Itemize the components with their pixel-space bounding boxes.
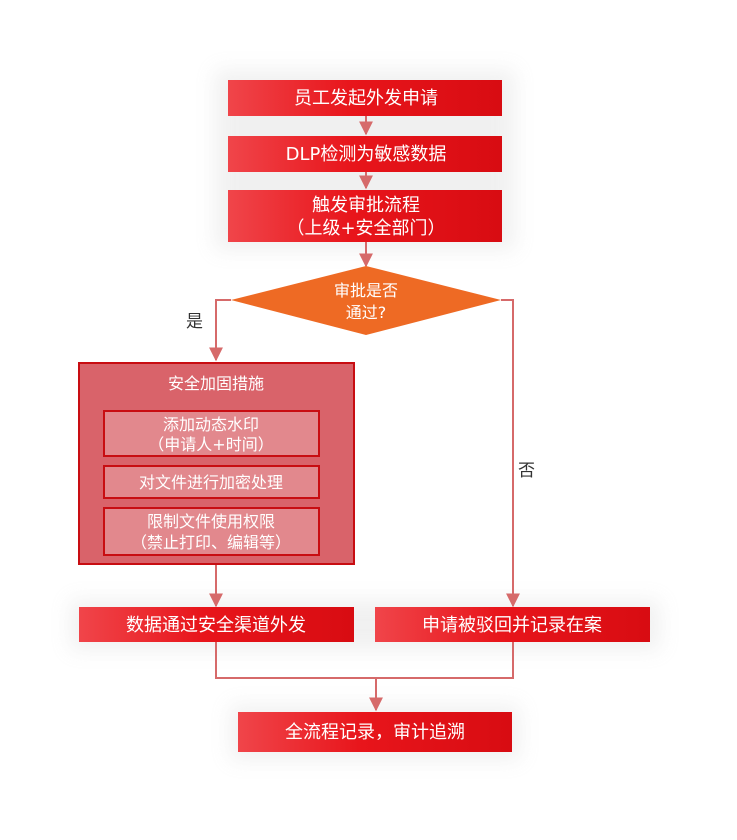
edge-label-yes: 是 (186, 312, 203, 332)
node-approve-label-2: （上级+安全部门） (286, 218, 445, 239)
node-encrypt-label: 对文件进行加密处理 (139, 473, 283, 492)
edge-label-no: 否 (518, 461, 535, 481)
node-watermark: 添加动态水印 （申请人+时间） (103, 410, 320, 457)
node-send: 数据通过安全渠道外发 (79, 607, 354, 642)
node-approve-label-1: 触发审批流程 (312, 195, 420, 216)
node-restrict-label-1: 限制文件使用权限 (147, 512, 275, 531)
node-encrypt: 对文件进行加密处理 (103, 465, 320, 499)
edge-decision-no (501, 299, 520, 608)
group-security-measures: 安全加固措施 添加动态水印 （申请人+时间） 对文件进行加密处理 限制文件使用权… (78, 362, 355, 565)
node-reject-label: 申请被驳回并记录在案 (422, 615, 602, 636)
group-title: 安全加固措施 (168, 374, 264, 393)
node-reject: 申请被驳回并记录在案 (375, 607, 650, 642)
edge-send-merge (215, 642, 376, 679)
node-detect-label: DLP检测为敏感数据 (286, 144, 447, 165)
node-audit: 全流程记录，审计追溯 (238, 712, 512, 752)
node-watermark-label-1: 添加动态水印 (163, 415, 259, 434)
node-audit-label: 全流程记录，审计追溯 (285, 722, 465, 743)
node-decision-label-1: 审批是否 (334, 281, 398, 300)
edges (209, 116, 520, 712)
node-restrict: 限制文件使用权限 （禁止打印、编辑等） (103, 507, 320, 556)
node-restrict-label-2: （禁止打印、编辑等） (131, 533, 291, 552)
edge-reject-merge (376, 642, 514, 679)
node-start-label: 员工发起外发申请 (294, 88, 438, 109)
node-watermark-label-2: （申请人+时间） (148, 435, 273, 454)
node-decision-label-2: 通过? (346, 303, 387, 322)
node-send-label: 数据通过安全渠道外发 (126, 615, 306, 636)
node-decision: 审批是否 通过? (231, 266, 501, 335)
node-approve: 触发审批流程 （上级+安全部门） (228, 190, 502, 242)
node-start: 员工发起外发申请 (228, 80, 502, 116)
node-detect: DLP检测为敏感数据 (228, 136, 502, 172)
edge-decision-yes (209, 299, 231, 362)
